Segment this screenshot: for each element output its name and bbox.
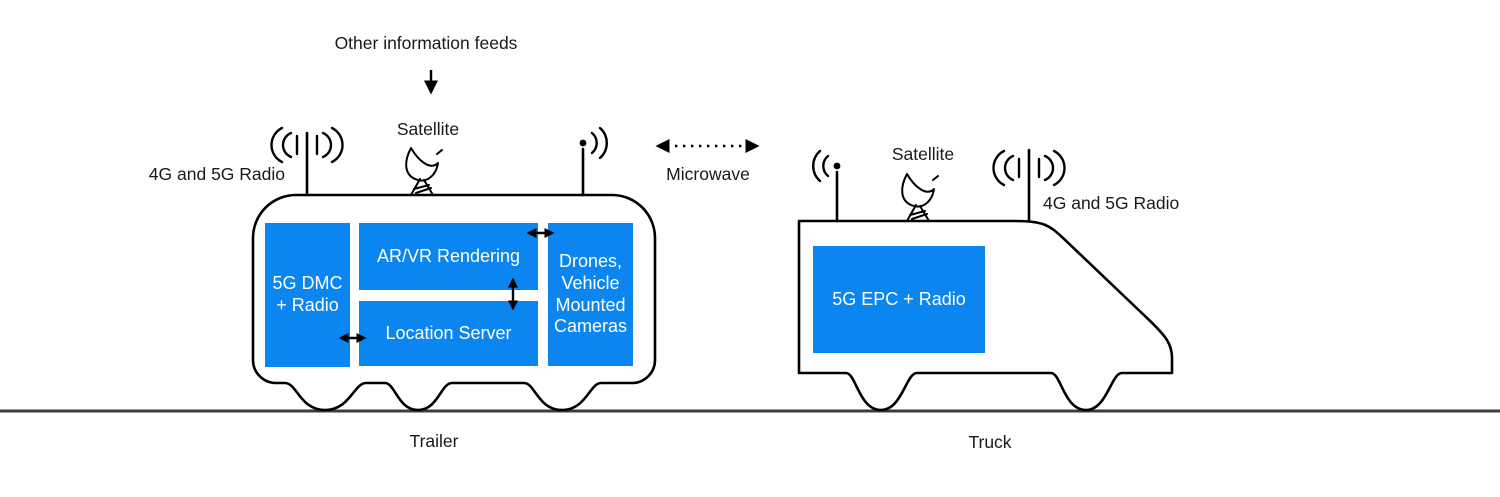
trailer-4g-5g-antenna-icon (270, 126, 344, 197)
trailer-microwave-antenna-icon (579, 126, 608, 197)
trailer-satellite-dish-icon (405, 147, 443, 196)
truck-microwave-antenna-icon (812, 149, 841, 223)
truck-4g-5g-antenna-icon (992, 148, 1066, 223)
trailer-body (251, 193, 657, 412)
truck-body (797, 219, 1174, 412)
truck-satellite-dish-icon (901, 173, 939, 222)
